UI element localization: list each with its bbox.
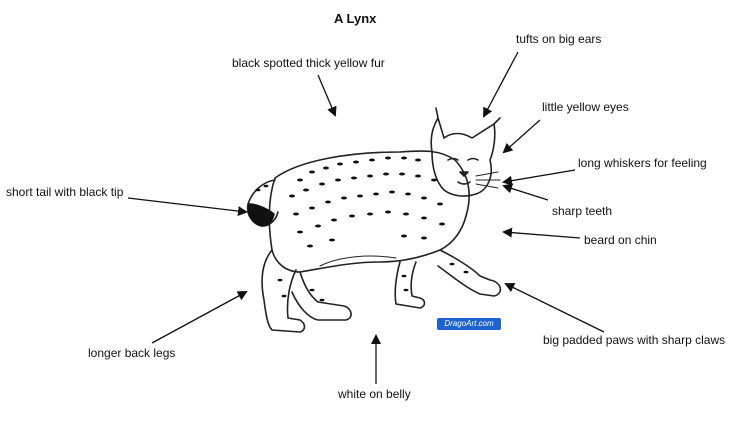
lynx-head — [430, 117, 496, 197]
lynx-front-leg-1 — [394, 261, 426, 309]
arrow-whiskers — [502, 169, 576, 186]
label-teeth: sharp teeth — [552, 204, 613, 218]
lynx-ear-tuft-left — [435, 107, 439, 119]
lynx-body — [268, 150, 470, 273]
diagram-arrows — [127, 51, 605, 384]
lynx-belly — [319, 255, 397, 267]
lynx-illustration — [246, 107, 502, 333]
lynx-tail-black-tip — [247, 203, 275, 227]
arrow-fur — [317, 74, 337, 117]
lynx-back-leg-2 — [291, 271, 352, 321]
arrow-eyes — [502, 119, 541, 154]
arrow-teeth — [502, 183, 549, 201]
diagram-title: A Lynx — [334, 11, 377, 26]
arrow-paws — [504, 283, 605, 333]
lynx-mouth — [457, 181, 471, 185]
label-belly: white on belly — [338, 387, 411, 401]
lynx-ear-tuft-right — [493, 117, 501, 125]
arrow-legs — [151, 291, 248, 344]
label-whiskers: long whiskers for feeling — [578, 156, 707, 170]
lynx-eye-left — [447, 157, 459, 161]
lynx-front-leg-2 — [437, 249, 502, 297]
arrow-ears — [483, 51, 519, 118]
label-paws: big padded paws with sharp claws — [543, 333, 726, 347]
label-eyes: little yellow eyes — [542, 100, 629, 114]
label-ears: tufts on big ears — [516, 32, 602, 46]
label-tail: short tail with black tip — [6, 185, 124, 199]
lynx-back-leg-1 — [261, 249, 306, 333]
lynx-eye-right — [467, 157, 479, 161]
watermark: DragoArt.com — [437, 318, 501, 330]
arrow-beard — [502, 227, 581, 239]
label-beard: beard on chin — [584, 233, 657, 247]
lynx-nose — [459, 171, 469, 177]
arrow-tail — [127, 197, 248, 217]
lynx-whiskers — [475, 171, 501, 189]
label-legs: longer back legs — [88, 346, 176, 360]
label-fur: black spotted thick yellow fur — [232, 56, 385, 70]
lynx-spots — [255, 156, 469, 302]
